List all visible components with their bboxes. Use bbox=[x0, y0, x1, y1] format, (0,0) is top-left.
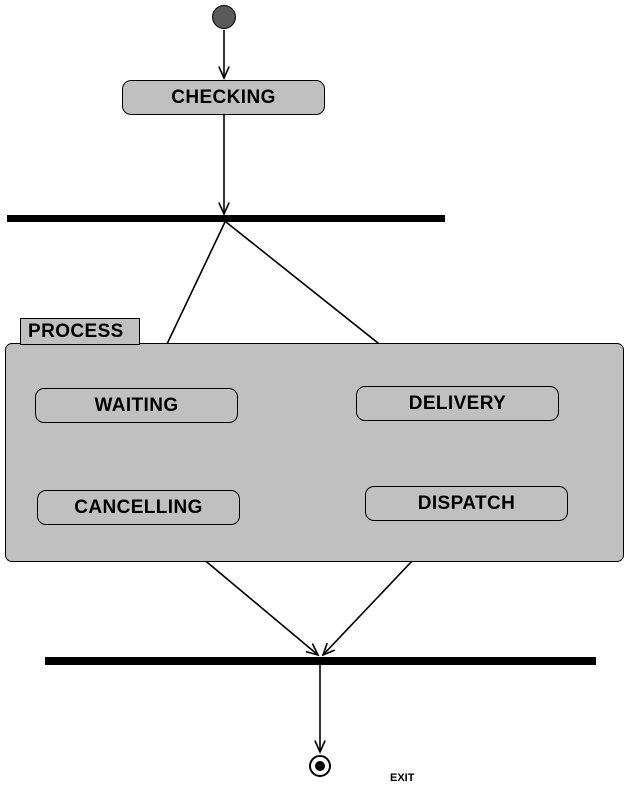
state-delivery[interactable]: DELIVERY bbox=[356, 386, 559, 421]
arrowhead-initial-to-checking bbox=[218, 66, 230, 80]
process-region-body[interactable] bbox=[5, 343, 624, 562]
state-waiting-label: WAITING bbox=[94, 395, 179, 416]
fork-bar[interactable] bbox=[7, 215, 445, 222]
state-checking[interactable]: CHECKING bbox=[122, 80, 325, 115]
process-region-tab[interactable]: PROCESS bbox=[20, 318, 140, 345]
process-region-label: PROCESS bbox=[28, 321, 124, 342]
final-state-node[interactable] bbox=[309, 755, 331, 777]
arrowhead-dispatch-to-join bbox=[321, 642, 335, 657]
state-dispatch-label: DISPATCH bbox=[417, 493, 516, 514]
state-dispatch[interactable]: DISPATCH bbox=[365, 486, 568, 521]
initial-state-node[interactable] bbox=[212, 5, 236, 29]
state-waiting[interactable]: WAITING bbox=[35, 388, 238, 423]
arrowhead-cancelling-to-join bbox=[305, 643, 320, 657]
exit-label: EXIT bbox=[390, 772, 415, 784]
final-state-inner-dot bbox=[315, 761, 325, 771]
join-bar[interactable] bbox=[45, 657, 596, 665]
state-checking-label: CHECKING bbox=[171, 87, 276, 108]
state-cancelling[interactable]: CANCELLING bbox=[37, 490, 240, 525]
state-delivery-label: DELIVERY bbox=[408, 393, 507, 414]
arrowhead-join-to-final bbox=[314, 740, 326, 754]
arrowhead-checking-to-fork bbox=[218, 202, 230, 216]
state-cancelling-label: CANCELLING bbox=[74, 497, 203, 518]
